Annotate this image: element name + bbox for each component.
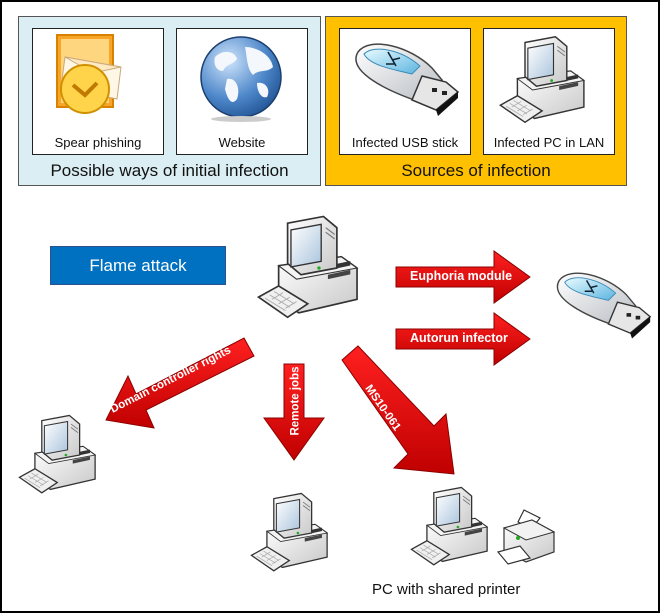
flame-attack-title: Flame attack (50, 246, 226, 285)
card-label: Infected PC in LAN (493, 135, 605, 150)
card-label: Spear phishing (54, 135, 142, 150)
arrow-label-autorun: Autorun infector (410, 331, 508, 345)
euphoria-module-arrow (395, 250, 531, 304)
card-infected-pc: Infected PC in LAN (483, 28, 615, 155)
initial-infection-group: Spear phishing Website Possible ways of … (18, 16, 321, 186)
arrow-label-euphoria: Euphoria module (410, 269, 513, 283)
outlook-envelope-icon (56, 34, 122, 114)
pc-with-printer-computer-icon (408, 484, 494, 570)
pc-with-printer-caption: PC with shared printer (372, 581, 521, 598)
ms10-061-arrow (341, 345, 455, 475)
card-label: Website (218, 135, 266, 150)
infected-pc-icon (254, 212, 366, 324)
domain-controller-arrow (105, 337, 255, 429)
usb-stick-icon (350, 33, 460, 123)
domain-controller-pc-icon (16, 412, 102, 498)
usb-stick-icon (552, 264, 652, 344)
card-spear-phishing: Spear phishing (32, 28, 164, 155)
group-title: Possible ways of initial infection (50, 161, 289, 180)
group-title: Sources of infection (401, 161, 551, 180)
card-website: Website (176, 28, 308, 155)
globe-icon (200, 36, 282, 122)
computer-icon (494, 33, 594, 128)
printer-icon (496, 509, 556, 565)
sources-of-infection-group: Infected USB stick Infected PC in LAN So… (325, 16, 627, 186)
arrow-label-remote-jobs: Remote jobs (289, 366, 302, 436)
autorun-infector-arrow (395, 312, 531, 366)
card-label: Infected USB stick (351, 135, 459, 150)
remote-jobs-arrow (263, 363, 325, 461)
card-infected-usb: Infected USB stick (339, 28, 471, 155)
remote-pc-icon (248, 490, 334, 576)
